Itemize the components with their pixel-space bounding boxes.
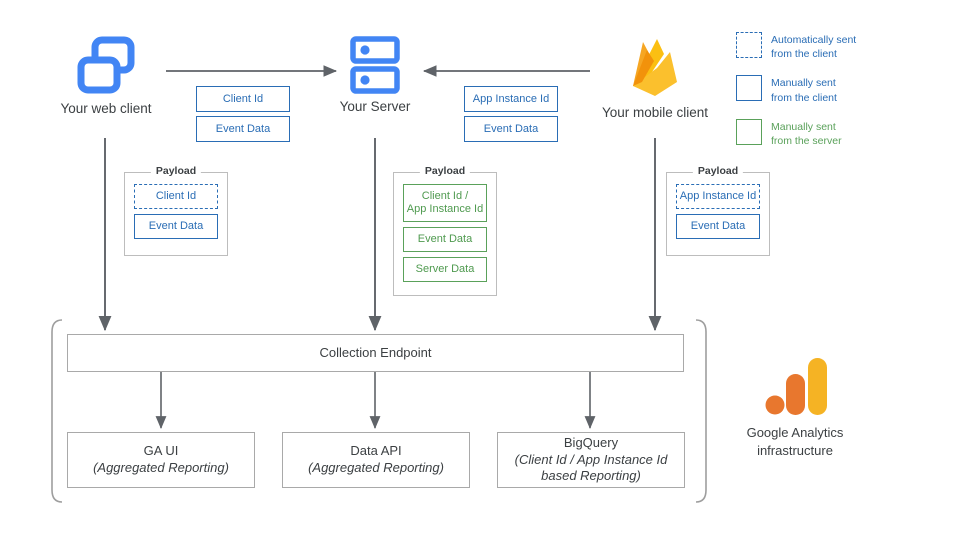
collection-endpoint-label: Collection Endpoint <box>319 344 432 360</box>
legend-swatch-dashed-blue-icon <box>736 32 762 58</box>
server-node: Your Server <box>317 36 433 114</box>
ga-ui-subtitle: (Aggregated Reporting) <box>93 460 229 475</box>
collection-endpoint-box: Collection Endpoint <box>67 334 684 372</box>
bigquery-subtitle: (Client Id / App Instance Id based Repor… <box>514 451 668 484</box>
mobile-client-node: Your mobile client <box>588 34 722 120</box>
google-analytics-infrastructure: Google Analytics infrastructure <box>700 358 890 459</box>
payload-web: Payload Client Id Event Data <box>124 165 228 256</box>
payload-chip: Event Data <box>676 214 760 239</box>
transfer-chip: App Instance Id <box>464 86 558 112</box>
data-api-title: Data API <box>350 443 402 459</box>
payload-chip: Event Data <box>134 214 218 239</box>
payload-chip: Client Id <box>134 184 218 209</box>
payload-server: Payload Client Id / App Instance Id Even… <box>393 165 497 296</box>
data-api-subtitle: (Aggregated Reporting) <box>308 460 444 475</box>
firebase-icon <box>633 39 677 96</box>
payload-chip-text: Client Id / App Instance Id <box>406 190 484 215</box>
transfer-chip: Event Data <box>464 116 558 142</box>
payload-title: Payload <box>419 165 471 177</box>
transfer-web-to-server: Client Id Event Data <box>196 86 290 142</box>
mobile-client-label: Your mobile client <box>601 105 709 120</box>
ga-ui-box: GA UI (Aggregated Reporting) <box>67 432 255 488</box>
legend-item-automatic-client: Automatically sent from the client <box>736 32 936 61</box>
payload-chip: App Instance Id <box>676 184 760 209</box>
legend-label: Automatically sent from the client <box>771 34 857 61</box>
bigquery-title: BigQuery <box>563 434 619 450</box>
payload-chip: Server Data <box>403 257 487 282</box>
google-analytics-logo-icon <box>765 358 827 415</box>
legend-item-manual-server: Manually sent from the server <box>736 118 936 148</box>
transfer-mobile-to-server: App Instance Id Event Data <box>464 86 558 142</box>
data-api-box: Data API (Aggregated Reporting) <box>282 432 470 488</box>
payload-title: Payload <box>150 165 202 177</box>
server-label: Your Server <box>339 99 411 114</box>
transfer-chip: Client Id <box>196 86 290 112</box>
legend: Automatically sent from the client Manua… <box>736 32 936 148</box>
bracket-left <box>51 319 63 503</box>
web-client-label: Your web client <box>60 101 152 116</box>
payload-chip: Event Data <box>403 227 487 252</box>
ga-ui-title: GA UI <box>143 443 179 459</box>
legend-swatch-solid-green-icon <box>736 118 762 145</box>
legend-swatch-solid-blue-icon <box>736 75 762 102</box>
web-client-node: Your web client <box>48 34 164 116</box>
legend-item-manual-client: Manually sent from the client <box>736 75 936 104</box>
legend-label: Manually sent from the server <box>771 120 842 147</box>
web-client-icon <box>77 36 135 94</box>
payload-chip: Client Id / App Instance Id <box>403 184 487 222</box>
legend-label: Manually sent from the client <box>771 77 837 104</box>
server-icon <box>350 36 400 94</box>
payload-title: Payload <box>692 165 744 177</box>
google-analytics-caption: Google Analytics infrastructure <box>746 425 844 458</box>
bigquery-box: BigQuery (Client Id / App Instance Id ba… <box>497 432 685 488</box>
payload-mobile: Payload App Instance Id Event Data <box>666 165 770 256</box>
transfer-chip: Event Data <box>196 116 290 142</box>
